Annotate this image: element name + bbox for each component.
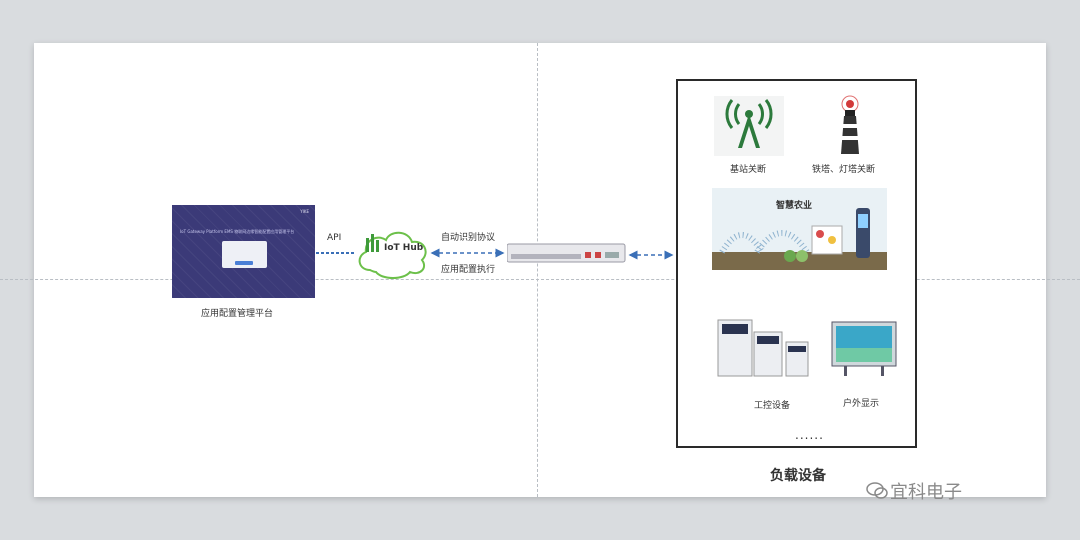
hub-label: IoT Hub xyxy=(384,243,424,253)
more-devices-ellipsis: ...... xyxy=(795,428,824,442)
agriculture-label: 智慧农业 xyxy=(776,201,813,211)
base-station-label: 基站关断 xyxy=(730,165,767,175)
industrial-label: 工控设备 xyxy=(754,401,791,411)
lighthouse-icon xyxy=(841,95,859,154)
load-devices-label: 负载设备 xyxy=(770,468,826,484)
platform-screenshot: YIKE IoT Gateway Platform EMS 物联网边缘智能配置应… xyxy=(172,205,315,298)
platform-login-dialog xyxy=(222,241,267,268)
industrial-drives-icon xyxy=(717,319,809,377)
execute-label: 应用配置执行 xyxy=(441,265,496,275)
wechat-icon xyxy=(866,482,888,499)
tower-lamp-label: 铁塔、灯塔关断 xyxy=(812,165,876,175)
platform-label: 应用配置管理平台 xyxy=(201,309,274,319)
horizontal-guide-line xyxy=(0,279,1080,280)
vertical-guide-line xyxy=(537,43,538,497)
api-label: API xyxy=(327,233,342,243)
platform-brand: YIKE xyxy=(300,209,309,214)
outdoor-display-icon xyxy=(831,321,897,376)
protocol-label: 自动识别协议 xyxy=(441,233,496,243)
antenna-icon xyxy=(714,96,784,156)
agriculture-illustration xyxy=(712,188,887,270)
cloud-icon xyxy=(358,231,427,279)
outdoor-display-label: 户外显示 xyxy=(843,399,880,409)
watermark-text: 宜科电子 xyxy=(890,482,962,503)
platform-login-button xyxy=(235,261,253,265)
platform-screen-header: IoT Gateway Platform EMS 物联网边缘智能配置应用管理平台 xyxy=(180,229,295,234)
gateway-device-icon xyxy=(507,243,626,263)
